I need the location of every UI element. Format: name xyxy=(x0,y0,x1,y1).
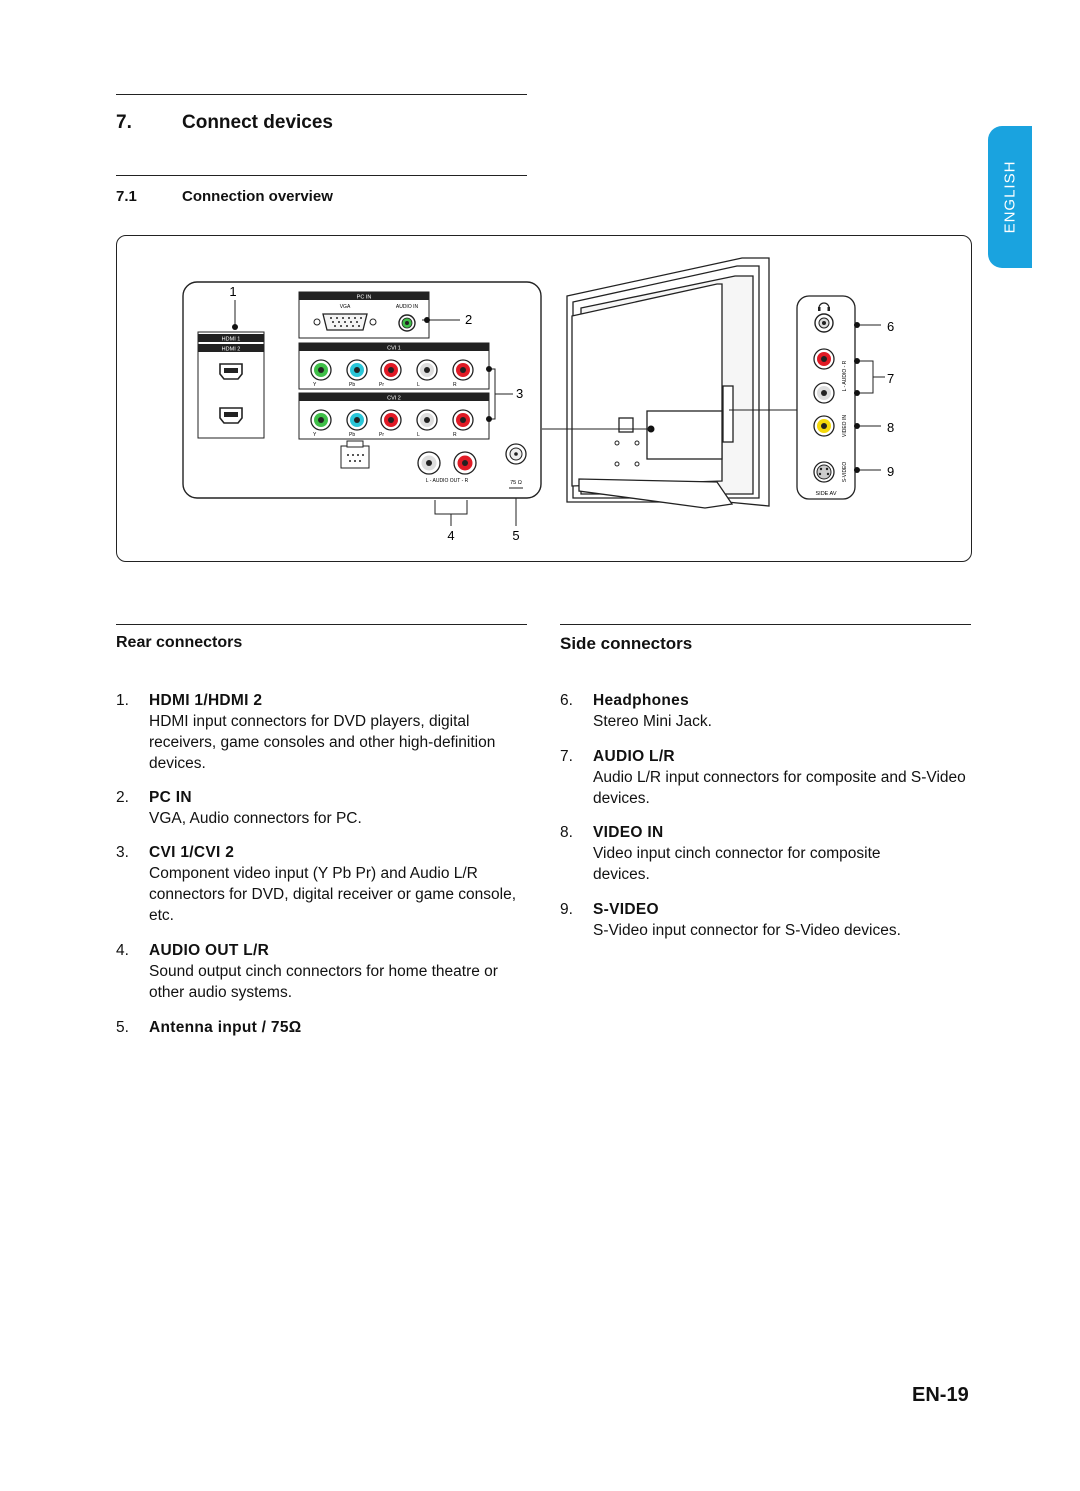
tv-side-view xyxy=(566,257,770,509)
vga-port-icon xyxy=(313,313,377,331)
hdmi1-port-icon xyxy=(219,363,243,380)
cvi1-pb-label: Pb xyxy=(349,382,355,388)
cvi1-pr-label: Pr xyxy=(379,382,384,388)
side-video-jack xyxy=(813,415,835,437)
hdmi1-label-bar xyxy=(198,334,264,342)
side-audio-r-jack xyxy=(813,348,835,370)
side-av-label: SIDE AV xyxy=(816,491,837,497)
cvi1-r-label: R xyxy=(453,382,457,388)
item-description: Video input cinch connector for composit… xyxy=(593,845,881,883)
callout-1-dot xyxy=(232,324,238,330)
cvi2-pb-label: Pb xyxy=(349,432,355,438)
side-svideo-jack xyxy=(813,461,835,483)
language-tab: ENGLISH xyxy=(988,126,1032,268)
vga-label: VGA xyxy=(340,304,351,310)
headphones-icon xyxy=(818,302,830,311)
cvi2-l-label: L xyxy=(417,432,420,438)
hdmi2-port-icon xyxy=(219,407,243,424)
connection-diagram: 1 HDMI 1 HDMI 2 PC IN VGA AUDIO IN xyxy=(116,235,972,562)
item-number: 4. xyxy=(116,942,129,959)
subsection-title: Connection overview xyxy=(182,188,333,205)
callout-6: 6 xyxy=(887,319,894,334)
cvi1-jacks xyxy=(310,359,474,381)
callout-8: 8 xyxy=(887,420,894,435)
item-description: Stereo Mini Jack. xyxy=(593,713,712,730)
item-title: VIDEO IN xyxy=(593,824,664,841)
callout-7: 7 xyxy=(887,371,894,386)
item-number: 3. xyxy=(116,844,129,861)
item-title: HDMI 1/HDMI 2 xyxy=(149,692,263,709)
item-title: PC IN xyxy=(149,789,192,806)
cvi1-l-label: L xyxy=(417,382,420,388)
page-number: EN-19 xyxy=(912,1384,969,1406)
item-title: AUDIO L/R xyxy=(593,748,675,765)
item-number: 6. xyxy=(560,692,573,709)
audio-in-label: AUDIO IN xyxy=(396,304,419,310)
item-number: 8. xyxy=(560,824,573,841)
side-audio-label: L - AUDIO - R xyxy=(842,360,848,391)
rear-rule xyxy=(116,624,527,625)
antenna-port-icon xyxy=(505,443,527,465)
audio-out-label: L - AUDIO OUT - R xyxy=(426,478,469,484)
item-description: Sound output cinch connectors for home t… xyxy=(149,963,498,1001)
item-number: 9. xyxy=(560,901,573,918)
callout-7-bracket xyxy=(857,360,874,394)
cvi2-pr-label: Pr xyxy=(379,432,384,438)
item-title: S-VIDEO xyxy=(593,901,659,918)
callout-5: 5 xyxy=(512,528,519,543)
item-description: S-Video input connector for S-Video devi… xyxy=(593,922,901,939)
cvi2-y-label: Y xyxy=(313,432,317,438)
item-title: CVI 1/CVI 2 xyxy=(149,844,235,861)
service-port-icon xyxy=(340,440,370,469)
item-description: VGA, Audio connectors for PC. xyxy=(149,810,362,827)
pc-in-label-bar xyxy=(299,292,429,300)
section-title: Connect devices xyxy=(182,112,333,133)
item-description: HDMI input connectors for DVD players, d… xyxy=(149,713,496,772)
item-description: Component video input (Y Pb Pr) and Audi… xyxy=(149,865,516,924)
language-label: ENGLISH xyxy=(1001,160,1019,234)
antenna-label: 75 Ω xyxy=(510,480,522,486)
subsection-number: 7.1 xyxy=(116,188,137,205)
item-number: 7. xyxy=(560,748,573,765)
section-number: 7. xyxy=(116,112,132,133)
cvi2-label: CVI 2 xyxy=(387,396,401,402)
item-title: Antenna input / 75Ω xyxy=(149,1019,302,1036)
audio-in-port-icon xyxy=(398,314,416,332)
cvi2-r-label: R xyxy=(453,432,457,438)
side-svideo-label: S-VIDEO xyxy=(842,462,848,483)
item-description: Audio L/R input connectors for composite… xyxy=(593,769,966,807)
tv-screw-holes xyxy=(614,440,640,467)
headphones-jack xyxy=(814,313,834,333)
side-heading: Side connectors xyxy=(560,634,693,653)
rear-panel xyxy=(182,281,542,499)
item-title: Headphones xyxy=(593,692,690,709)
pc-in-label: PC IN xyxy=(357,295,372,301)
section-top-rule xyxy=(116,94,527,95)
side-video-label: VIDEO IN xyxy=(842,415,848,437)
cvi2-jacks xyxy=(310,409,474,431)
item-title: AUDIO OUT L/R xyxy=(149,942,270,959)
item-number: 2. xyxy=(116,789,129,806)
item-number: 1. xyxy=(116,692,129,709)
callout-2: 2 xyxy=(465,312,472,327)
side-audio-l-jack xyxy=(813,382,835,404)
item-number: 5. xyxy=(116,1019,129,1036)
cvi1-label: CVI 1 xyxy=(387,346,401,352)
hdmi1-label: HDMI 1 xyxy=(222,337,241,343)
rear-heading: Rear connectors xyxy=(116,634,243,651)
callout-9: 9 xyxy=(887,464,894,479)
subsection-rule xyxy=(116,175,527,176)
side-rule xyxy=(560,624,971,625)
connection-diagram-svg: 1 HDMI 1 HDMI 2 PC IN VGA AUDIO IN xyxy=(182,257,894,543)
callout-1: 1 xyxy=(229,284,236,299)
callout-4: 4 xyxy=(447,528,454,543)
callout-3: 3 xyxy=(516,386,523,401)
callout-4-bracket xyxy=(434,500,468,515)
hdmi2-label-bar xyxy=(198,344,264,352)
cvi1-y-label: Y xyxy=(313,382,317,388)
hdmi2-label: HDMI 2 xyxy=(222,347,241,353)
audio-out-jacks xyxy=(417,451,477,475)
